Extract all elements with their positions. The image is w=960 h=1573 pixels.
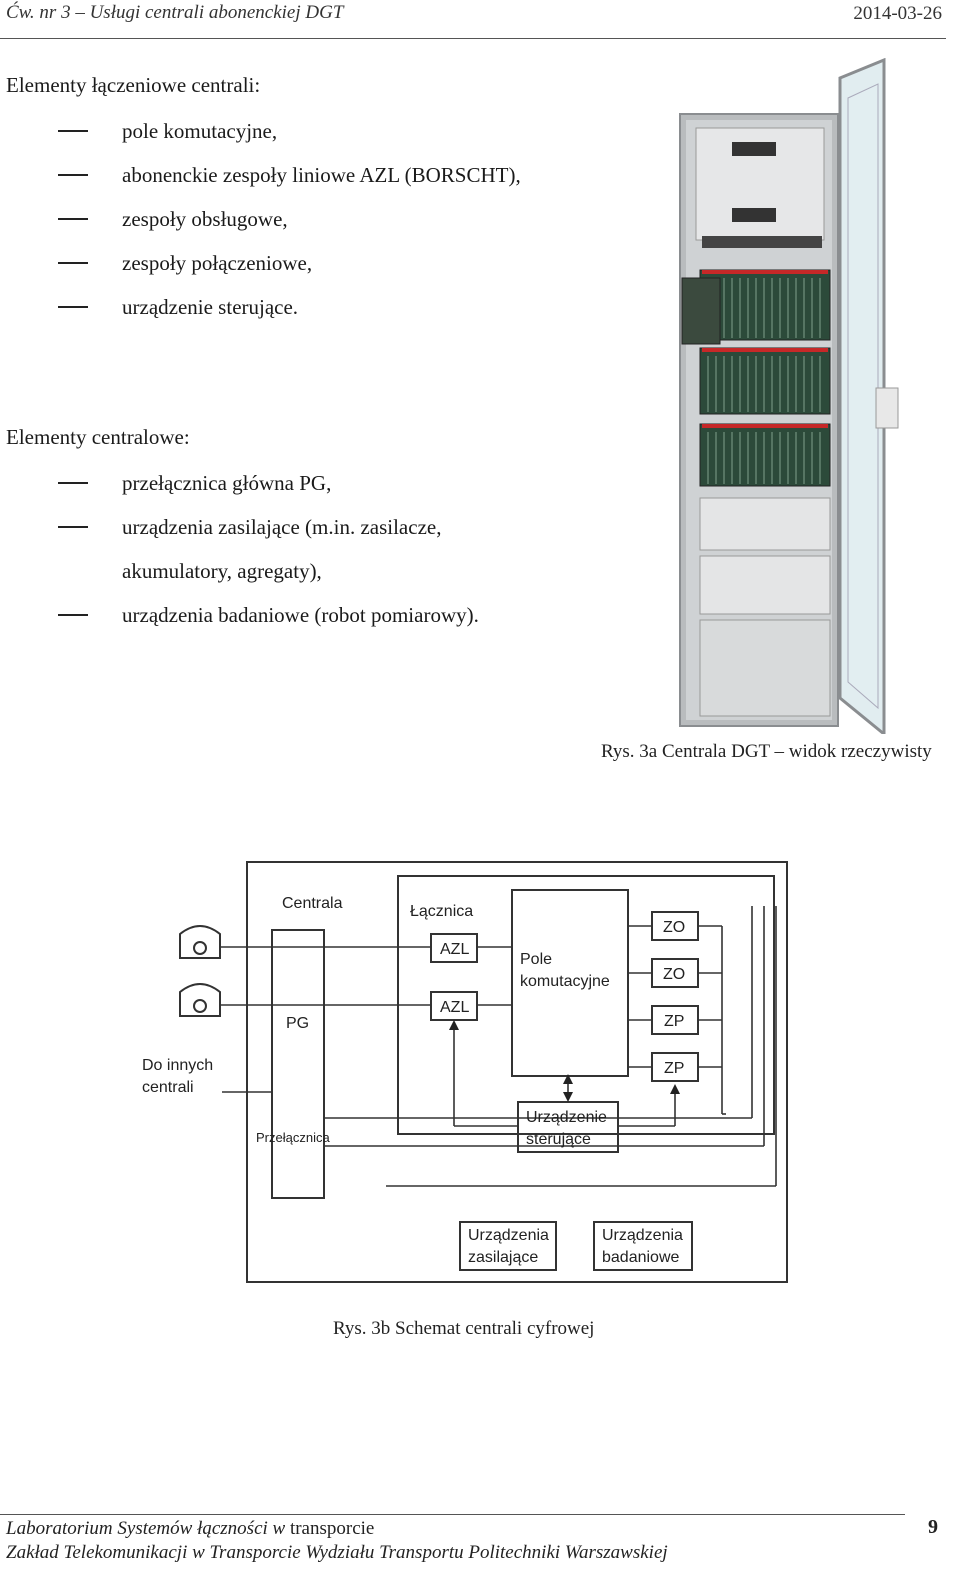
diagram-label-pole: Pole	[520, 951, 552, 968]
diagram-label-zo-2: ZO	[663, 966, 685, 983]
diagram-label-badaniowe: badaniowe	[602, 1249, 680, 1266]
figure-3a-caption: Rys. 3a Centrala DGT – widok rzeczywisty	[601, 741, 932, 762]
diagram-label-azl-1: AZL	[440, 941, 469, 958]
diagram-label-urzadzenie: Urządzenie	[526, 1109, 607, 1126]
dash-bullet	[58, 482, 88, 484]
header-title: Ćw. nr 3 – Usługi centrali abonenckiej D…	[6, 2, 344, 23]
diagram-label-sterujace: sterujące	[526, 1131, 591, 1148]
diagram-label-azl-2: AZL	[440, 999, 469, 1016]
figure-3b-caption: Rys. 3b Schemat centrali cyfrowej	[333, 1318, 595, 1339]
footer-lab-name: Laboratorium Systemów łączności w transp…	[6, 1518, 375, 1539]
diagram-label-do-innych: Do innych	[142, 1057, 213, 1074]
dash-bullet	[58, 130, 88, 132]
footer-rule	[0, 1514, 905, 1515]
diagram-label-zp-1: ZP	[664, 1013, 684, 1030]
diagram-label-przelacznica: Przełącznica	[256, 1130, 330, 1145]
header-date: 2014-03-26	[853, 3, 942, 24]
dash-bullet	[58, 262, 88, 264]
dash-bullet	[58, 306, 88, 308]
diagram-label-komutacyjne: komutacyjne	[520, 973, 610, 990]
diagram-label-lacznica: Łącznica	[410, 903, 473, 920]
section-heading-central-elements: Elementy centralowe:	[6, 425, 190, 449]
dash-bullet	[58, 614, 88, 616]
dash-bullet	[58, 526, 88, 528]
exchange-cabinet-photo	[679, 58, 899, 734]
page-number: 9	[928, 1516, 938, 1538]
section-heading-switching-elements: Elementy łączeniowe centrali:	[6, 73, 261, 97]
header-rule	[0, 38, 946, 39]
diagram-label-urzadzenia-zas: Urządzenia	[468, 1227, 549, 1244]
digital-exchange-diagram: Centrala Łącznica PG Przełącznica Do inn…	[142, 861, 788, 1283]
diagram-label-urzadzenia-bad: Urządzenia	[602, 1227, 683, 1244]
diagram-label-pg: PG	[286, 1015, 309, 1032]
footer-department: Zakład Telekomunikacji w Transporcie Wyd…	[6, 1542, 668, 1563]
diagram-label-zp-2: ZP	[664, 1060, 684, 1077]
diagram-label-zasilajace: zasilające	[468, 1249, 538, 1266]
dash-bullet	[58, 218, 88, 220]
diagram-label-centrala: Centrala	[282, 895, 343, 912]
dash-bullet	[58, 174, 88, 176]
diagram-label-centrali: centrali	[142, 1079, 194, 1096]
diagram-label-zo-1: ZO	[663, 919, 685, 936]
